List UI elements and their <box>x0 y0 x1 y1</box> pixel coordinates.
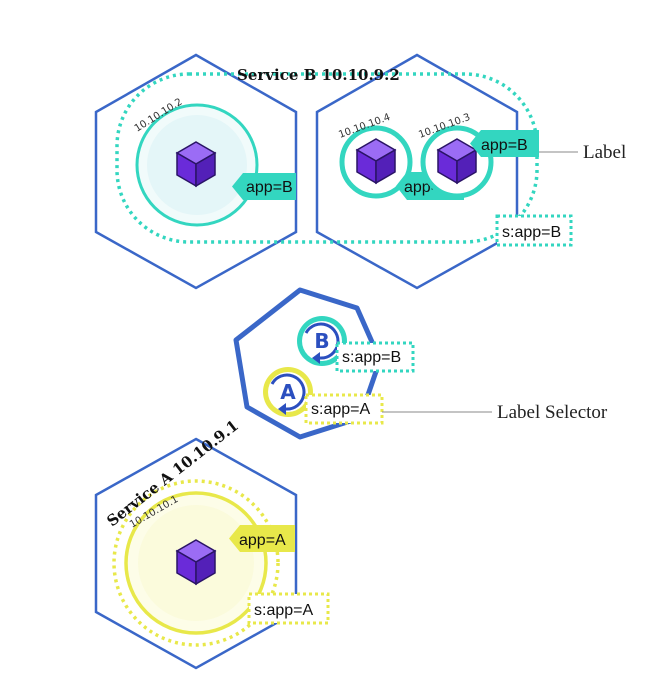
label-tag-text: app=A <box>239 532 286 549</box>
selector-box-controller-a: s:app=A <box>304 393 384 425</box>
label-tag-app-b-right: app=B <box>470 130 539 157</box>
label-tag-app-b-left: app=B <box>232 173 296 200</box>
service-a-boundary <box>112 479 280 647</box>
service-b-boundary <box>115 72 539 244</box>
selector-box-service-b: s:app=B <box>495 214 573 247</box>
label-tag-app-a: app=A <box>229 525 295 552</box>
replica-badge-b: B <box>297 316 347 366</box>
node-hexagon-right <box>315 53 519 290</box>
label-tag-text: app=B <box>246 179 293 196</box>
label-tag-text: app=B <box>481 137 528 154</box>
service-a: Service A 10.10.9.1 10.10.10.1 app=A s:a… <box>94 416 330 670</box>
service-b-title: Service B 10.10.9.2 <box>237 66 400 84</box>
node-hexagon-left <box>94 53 298 290</box>
selector-box-service-a: s:app=A <box>247 592 330 625</box>
badge-letter: A <box>280 380 296 404</box>
node-hexagon-a <box>94 437 298 670</box>
service-b: Service B 10.10.9.2 10.10.10.2 app=B 10.… <box>94 53 626 290</box>
selector-text: s:app=A <box>311 401 370 418</box>
selector-text: s:app=B <box>342 349 401 366</box>
selector-text: s:app=A <box>254 602 313 619</box>
controller: B s:app=B A s:app=A Label Selector <box>233 287 608 440</box>
label-callout: Label <box>583 142 626 163</box>
label-selector-callout: Label Selector <box>497 402 608 423</box>
selector-box-controller-b: s:app=B <box>335 341 415 373</box>
selector-text: s:app=B <box>502 224 561 241</box>
replica-badge-a: A <box>263 367 313 417</box>
badge-letter: B <box>314 329 329 353</box>
pod-b-right: 10.10.10.3 app=B <box>417 112 539 199</box>
pod-b-left: 10.10.10.2 app=B <box>133 97 296 227</box>
